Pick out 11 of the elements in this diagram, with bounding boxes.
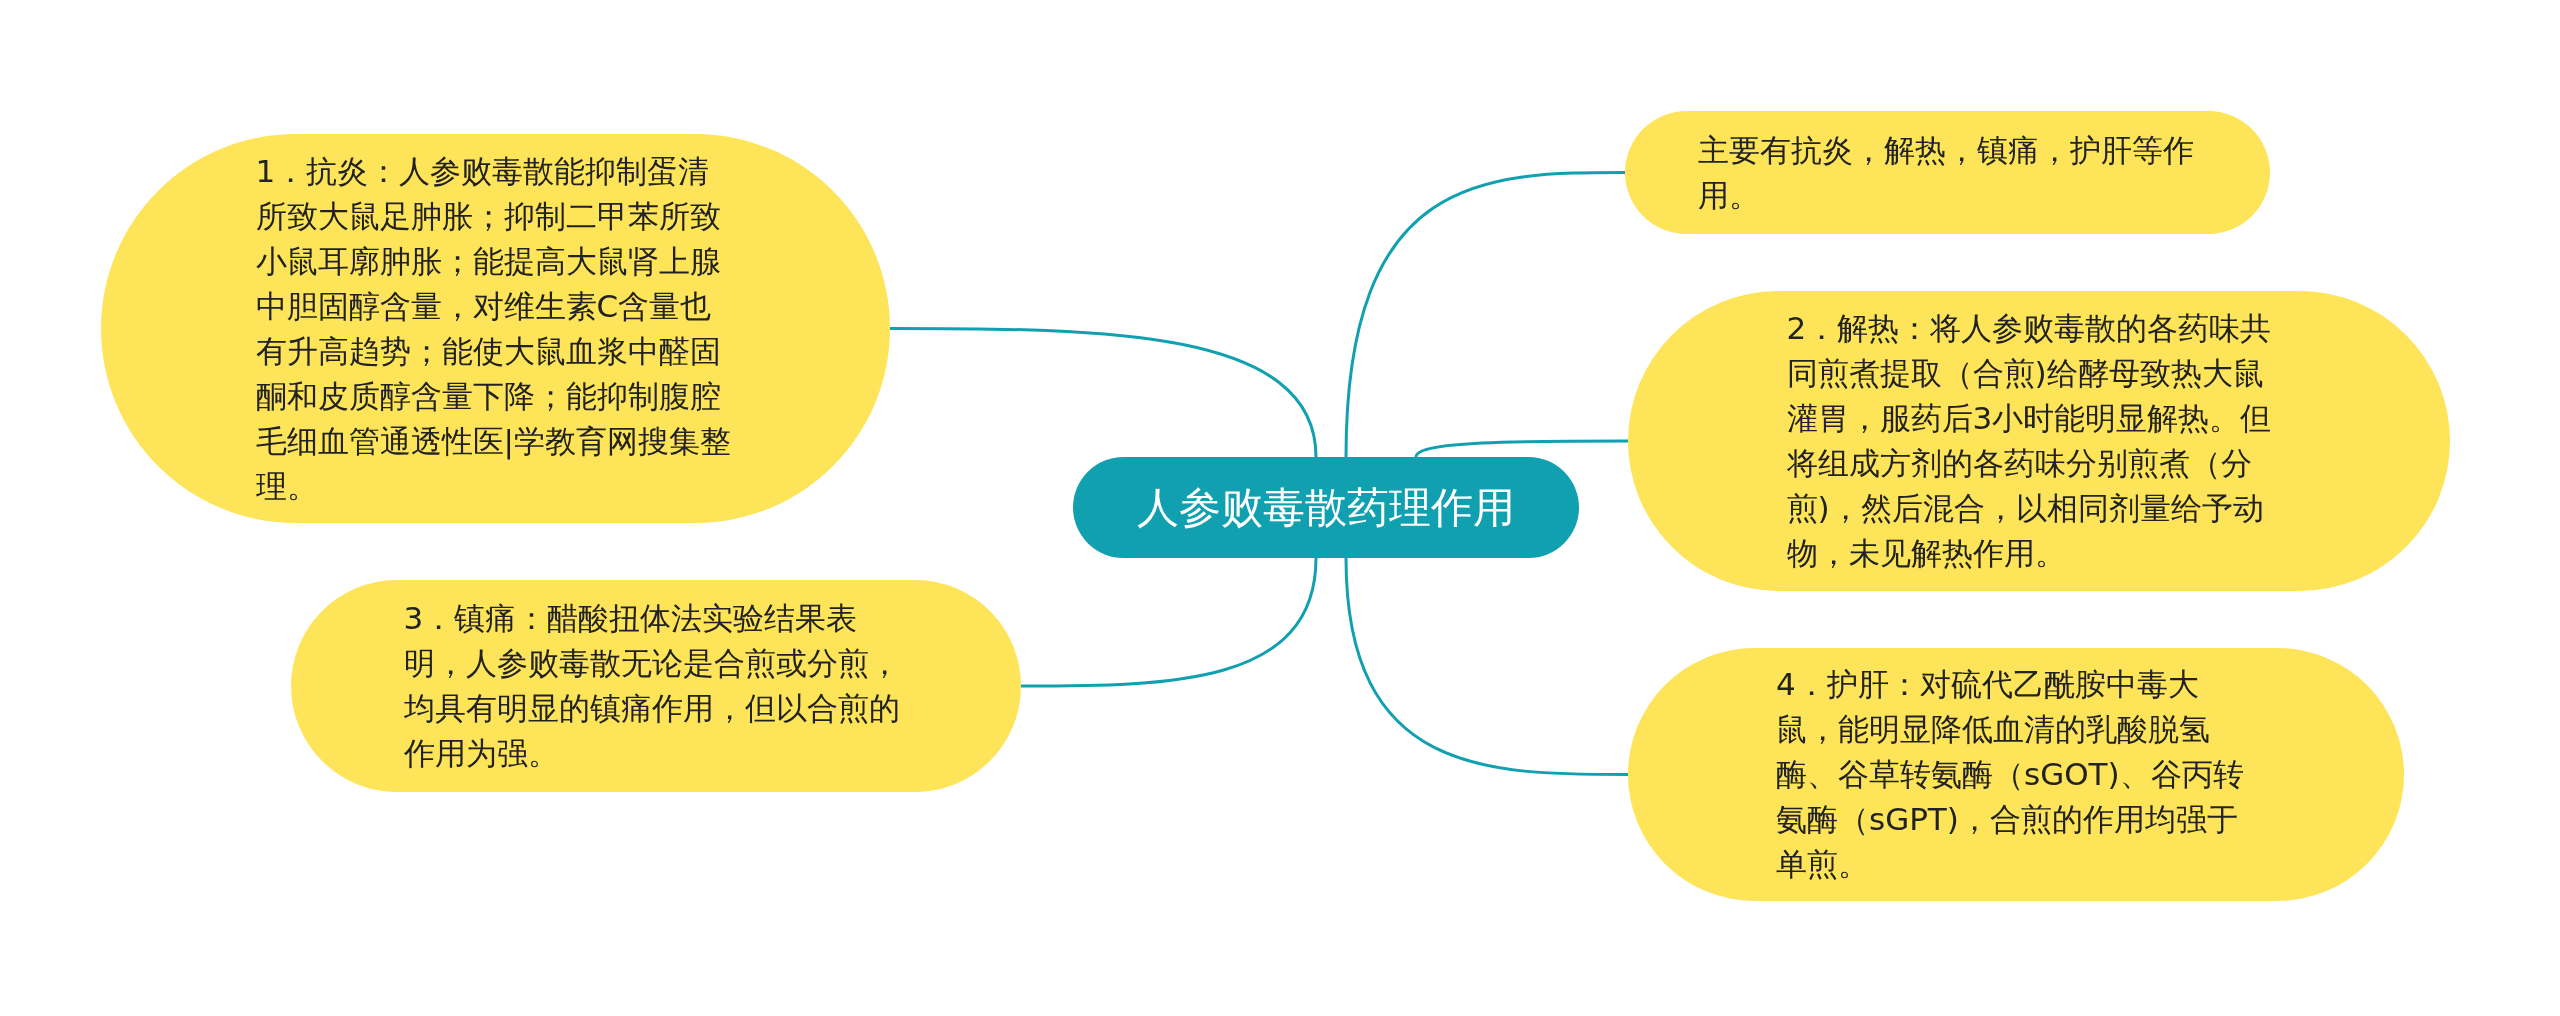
topic-text: 1．抗炎：人参败毒散能抑制蛋清所致大鼠足肿胀；抑制二甲苯所致小鼠耳廓肿胀；能提高大鼠肾上腺中胆固醇含量，对维生素C含量也有升高趋势；能使大鼠血浆中醛固酮和皮质醇含量下降；能抑制腹腔毛细血管通透性医|学教育网搜集整理。 (255, 151, 732, 506)
connector-line (1414, 439, 1628, 458)
connector-line (890, 327, 1318, 458)
connector-line (1021, 557, 1318, 688)
topic-text: 3．镇痛：醋酸扭体法实验结果表明，人参败毒散无论是合煎或分煎，均具有明显的镇痛作用，但以合煎的作用为强。 (403, 599, 901, 773)
connector-line (1344, 557, 1628, 776)
topic-text: 4．护肝：对硫代乙酰胺中毒大鼠，能明显降低血清的乳酸脱氢酶、谷草转氨酶（sGOT)、谷丙转氨酶（sGPT)，合煎的作用均强于单煎。 (1776, 665, 2245, 884)
topic-title: 人参败毒散药理作用 (1137, 482, 1515, 533)
topic-text: 主要有抗炎，解热，镇痛，护肝等作用。 (1697, 130, 2195, 215)
topic-text: 2．解热：将人参败毒散的各药味共同煎煮提取（合煎)给酵母致热大鼠灌胃，服药后3小时能明显解热。但将组成方剂的各药味分别煎煮（分煎)，然后混合，以相同剂量给予动物，未见解热作用。 (1786, 309, 2273, 573)
connector-line (1344, 171, 1625, 458)
